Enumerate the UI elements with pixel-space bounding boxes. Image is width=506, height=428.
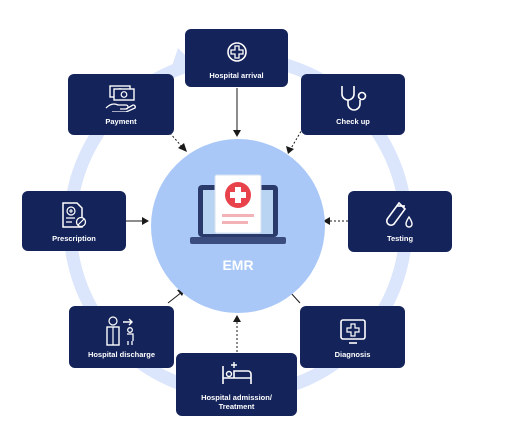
emr-hub: EMR: [151, 139, 325, 313]
step-prescription[interactable]: Prescription: [22, 191, 126, 251]
step-label: Check up: [336, 117, 370, 126]
arrowhead-icon: [178, 143, 187, 152]
step-label: Diagnosis: [334, 349, 371, 359]
test-tube-icon: [383, 200, 417, 230]
arrowhead-icon: [323, 217, 330, 225]
step-label: Hospital arrival: [209, 70, 264, 80]
exit-door-icon: [105, 315, 139, 346]
step-check-up[interactable]: Check up: [301, 74, 405, 135]
hospital-bed-icon: [220, 359, 254, 389]
arrowhead-icon: [233, 130, 241, 137]
laptop-medical-record-icon: [190, 174, 286, 244]
arrowhead-icon: [233, 315, 241, 322]
medical-cross-circle-icon: [220, 37, 254, 67]
emr-label: EMR: [222, 257, 254, 273]
step-hospital-arrival[interactable]: Hospital arrival: [185, 29, 288, 87]
connector-discharge: [167, 291, 183, 304]
step-label: Prescription: [52, 233, 96, 243]
step-diagnosis[interactable]: Diagnosis: [300, 306, 405, 368]
step-label: Testing: [386, 234, 414, 243]
step-payment[interactable]: Payment: [68, 74, 174, 135]
medical-monitor-icon: [336, 316, 370, 346]
hand-money-icon: [104, 83, 138, 113]
step-hospital-admission-treatment[interactable]: Hospital admission/ Treatment: [176, 353, 297, 416]
step-label: Payment: [105, 117, 137, 126]
prescription-document-icon: [57, 200, 91, 230]
arrowhead-icon: [142, 217, 149, 225]
step-testing[interactable]: Testing: [348, 191, 452, 252]
step-hospital-discharge[interactable]: Hospital discharge: [69, 306, 174, 368]
step-label: Hospital discharge: [87, 349, 156, 359]
arrowhead-icon: [286, 146, 294, 154]
stethoscope-icon: [336, 83, 370, 113]
connector-payment: [169, 132, 184, 149]
connector-checkup: [289, 127, 304, 151]
step-label: Hospital admission/ Treatment: [201, 392, 272, 411]
